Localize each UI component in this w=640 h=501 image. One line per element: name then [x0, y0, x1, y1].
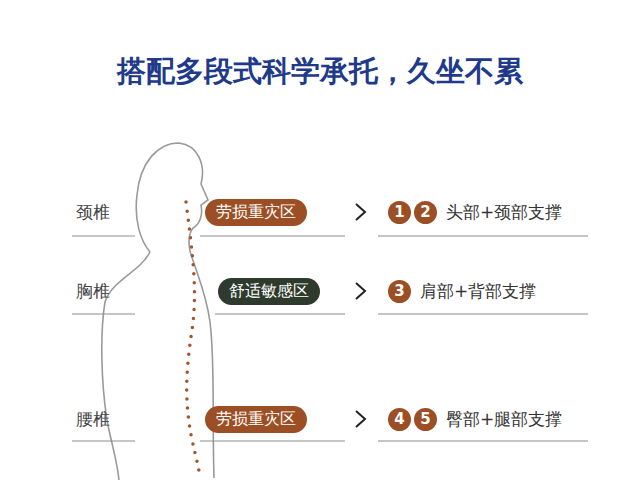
- callout-number: 4: [388, 408, 411, 431]
- zone-label: 劳损重灾区: [216, 409, 296, 430]
- zone-pill: 舒适敏感区: [218, 278, 320, 305]
- zone-pill: 劳损重灾区: [205, 406, 307, 433]
- spine-label: 腰椎: [76, 408, 110, 431]
- callout-digit: 5: [420, 410, 430, 428]
- spine-label: 颈椎: [76, 201, 110, 224]
- zone-label: 舒适敏感区: [229, 281, 309, 302]
- support-label: 肩部+背部支撑: [420, 280, 536, 303]
- zone-pill: 劳损重灾区: [205, 199, 307, 226]
- callout-digit: 4: [394, 410, 404, 428]
- spine-dots: [186, 202, 200, 478]
- body-silhouette: [102, 143, 214, 480]
- callout-digit: 3: [394, 282, 404, 300]
- chevron: [356, 204, 365, 427]
- support-label: 臀部+腿部支撑: [446, 408, 562, 431]
- spine-label: 胸椎: [76, 280, 110, 303]
- callout-digit: 1: [394, 203, 404, 221]
- callout-digit: 2: [420, 203, 430, 221]
- callout-number: 5: [414, 408, 437, 431]
- callout-number: 3: [388, 280, 411, 303]
- callout-number: 1: [388, 201, 411, 224]
- zone-label: 劳损重灾区: [216, 202, 296, 223]
- row-lines: [72, 236, 588, 441]
- callout-number: 2: [414, 201, 437, 224]
- support-label: 头部+颈部支撑: [446, 201, 562, 224]
- title: 搭配多段式科学承托，久坐不累: [0, 52, 640, 92]
